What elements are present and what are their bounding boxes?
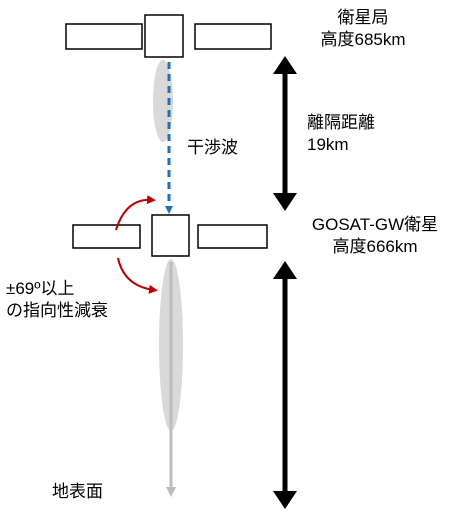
rotation-arrow-upper [115,195,156,231]
upper-satellite-name: 衛星局 [337,8,389,27]
interference-label: 干渉波 [187,138,238,157]
separation-title: 離隔距離 [307,113,375,132]
lower-satellite-name: GOSAT-GW衛星 [311,215,439,234]
separation-distance: 19km [307,135,349,154]
upper-satellite-altitude: 高度685km [320,30,406,49]
separation-label: 離隔距離 19km [307,112,375,156]
upper-satellite-label: 衛星局 高度685km [308,7,418,51]
attenuation-line2: の指向性減衰 [6,301,108,320]
ground-label: 地表面 [52,482,103,501]
lower-satellite-icon [72,214,268,257]
lower-satellite-label: GOSAT-GW衛星 高度666km [296,214,454,258]
separation-double-arrow [273,56,297,211]
upper-satellite-icon [65,14,272,58]
attenuation-label: ±69º以上 の指向性減衰 [6,278,108,322]
altitude-double-arrow [273,261,297,509]
attenuation-line1: ±69º以上 [6,279,75,298]
lower-satellite-altitude: 高度666km [332,237,418,256]
rotation-arrow-lower [117,257,158,294]
